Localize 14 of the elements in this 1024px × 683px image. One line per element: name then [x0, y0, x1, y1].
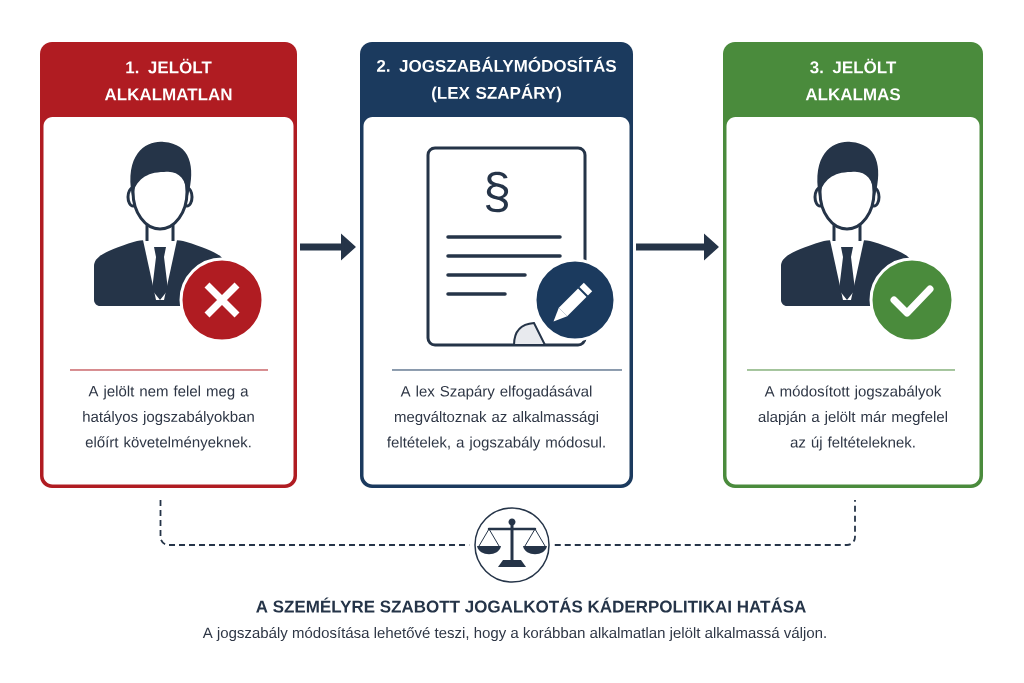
caption: A jogszabály módosítása lehetővé teszi, hogy a korábban alkalmatlan jelölt alkalmassá váljon. [202, 626, 826, 642]
card-text: A módosított jogszabályok alapján a jelölt már megfelel az új feltételeknek. [758, 385, 947, 451]
card-text: A lex Szapáry elfogadásával megváltoznak az alkalmassági feltételek, a jogszabály módosul. [387, 385, 605, 451]
card-heading: 3. JELÖLT ALKALMAS [805, 58, 900, 101]
step-card [40, 42, 297, 488]
step-card [723, 42, 983, 488]
step-card [360, 42, 633, 488]
section-sign: § [485, 171, 509, 213]
scale-icon [474, 507, 550, 583]
card-heading: 2. JOGSZABÁLYMÓDOSÍTÁS (LEX SZAPÁRY) [377, 56, 616, 103]
dashed-line [553, 499, 856, 546]
title: A SZEMÉLYRE SZABOTT JOGALKOTÁS KÁDERPOLITIKAI HATÁSA [256, 597, 806, 613]
card-text: A jelölt nem felel meg a hatályos jogszabályokban előírt követelményeknek. [83, 385, 254, 451]
card-heading: 1. JELÖLT ALKALMATLAN [104, 58, 232, 101]
